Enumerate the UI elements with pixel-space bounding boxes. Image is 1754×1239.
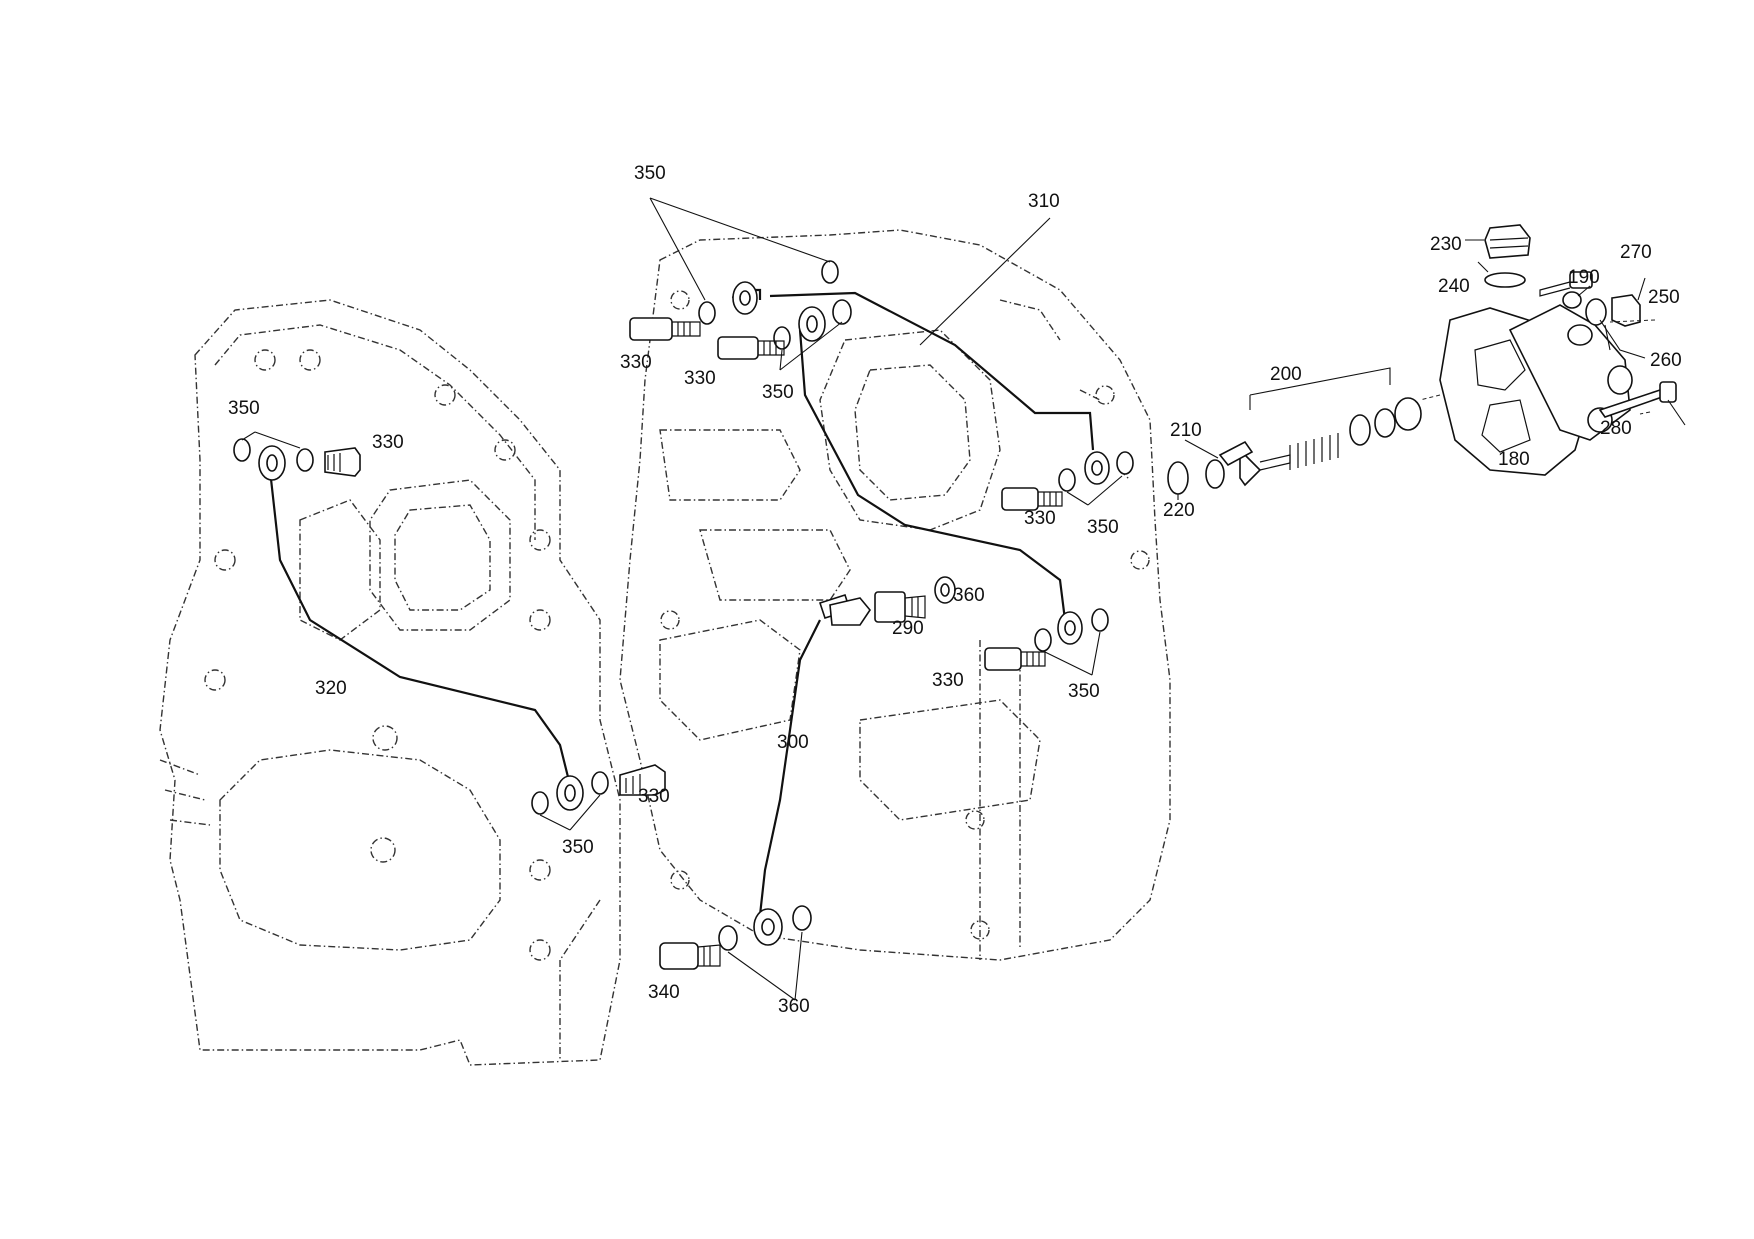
- callout-200: 200: [1270, 364, 1302, 385]
- pipe-300: [758, 619, 821, 916]
- callout-350: 350: [228, 398, 260, 419]
- callout-190: 190: [1568, 267, 1600, 288]
- callout-360: 360: [953, 585, 985, 606]
- callout-310: 310: [1028, 191, 1060, 212]
- callout-180: 180: [1498, 449, 1530, 470]
- callout-290: 290: [892, 618, 924, 639]
- callout-330: 330: [620, 352, 652, 373]
- callout-210: 210: [1170, 420, 1202, 441]
- spring: [1289, 433, 1339, 470]
- callout-350: 350: [762, 382, 794, 403]
- callout-330: 330: [1024, 508, 1056, 529]
- leader-lines: [241, 197, 1686, 1001]
- callout-330: 330: [372, 432, 404, 453]
- callout-labels: 350 310 330 330 350 350 330 330 350 200 …: [228, 163, 1682, 1017]
- callout-240: 240: [1438, 276, 1470, 297]
- callout-270: 270: [1620, 242, 1652, 263]
- callout-350: 350: [1087, 517, 1119, 538]
- callout-330: 330: [638, 786, 670, 807]
- callout-280: 280: [1600, 418, 1632, 439]
- callout-250: 250: [1648, 287, 1680, 308]
- callout-340: 340: [648, 982, 680, 1003]
- left-housing: [159, 299, 621, 1066]
- callout-220: 220: [1163, 500, 1195, 521]
- callout-360: 360: [778, 996, 810, 1017]
- callout-330: 330: [932, 670, 964, 691]
- pump-assembly: [1167, 224, 1677, 495]
- callout-350: 350: [634, 163, 666, 184]
- pipe-320: [268, 469, 572, 786]
- callout-320: 320: [315, 678, 347, 699]
- callout-300: 300: [777, 732, 809, 753]
- callout-330: 330: [684, 368, 716, 389]
- callout-350: 350: [1068, 681, 1100, 702]
- callout-350: 350: [562, 837, 594, 858]
- callout-260: 260: [1650, 350, 1682, 371]
- fittings: [233, 260, 1134, 970]
- callout-230: 230: [1430, 234, 1462, 255]
